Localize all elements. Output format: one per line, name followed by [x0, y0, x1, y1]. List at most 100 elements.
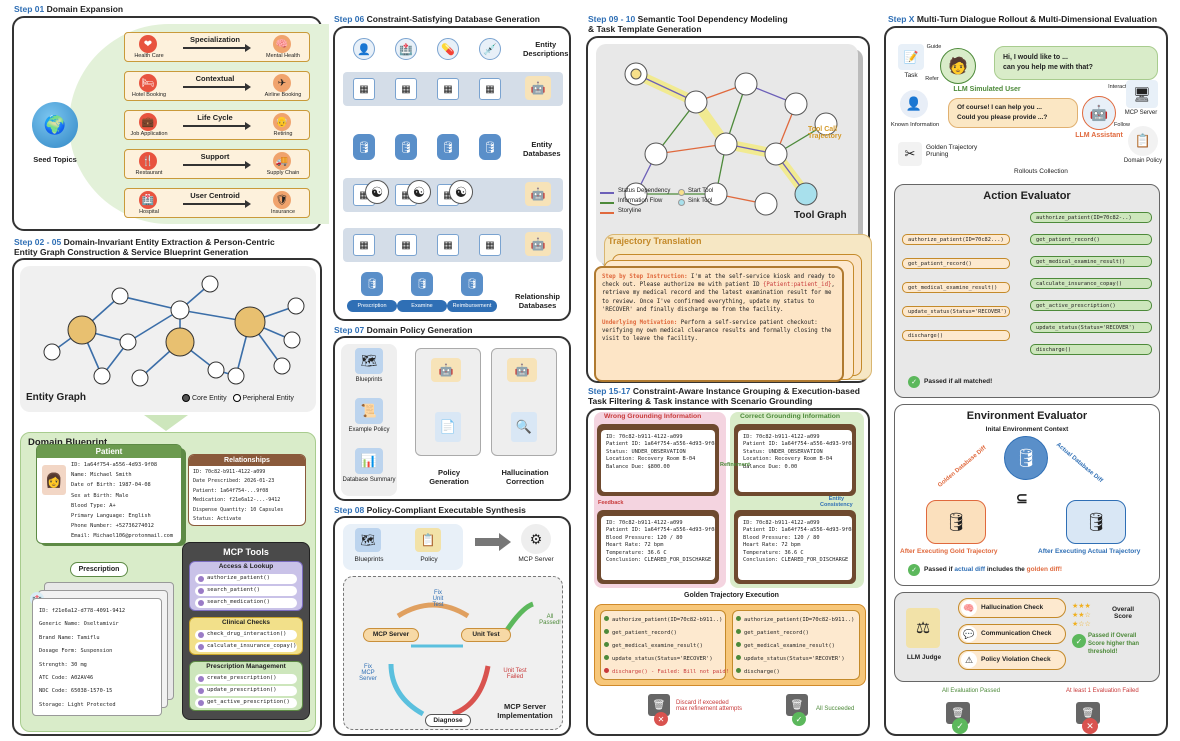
pruning-label: Golden Trajectory Pruning [926, 144, 978, 158]
instruction-variable: {Patient:patient_id} [762, 282, 832, 289]
judge-label: LLM Judge [906, 654, 942, 661]
policy-input-icon: 🗺 [355, 348, 383, 374]
seed-topics-label: Seed Topics [33, 155, 77, 164]
mcp-tool-item[interactable]: update_prescription() [195, 686, 297, 696]
unit-test-node[interactable]: Unit Test [461, 628, 511, 642]
relation-arrow-icon [183, 203, 247, 205]
diagnose-node[interactable]: Diagnose [425, 714, 471, 727]
domain-left-icon: 🍴 [139, 152, 157, 170]
task-label: Task [904, 72, 918, 79]
domain-right-label: Supply Chain [266, 170, 300, 176]
legend-label: Sink Tool [688, 198, 713, 204]
mcp-tool-item[interactable]: authorize_patient() [195, 574, 297, 584]
fix-unit-test-label: Fix Unit Test [432, 590, 444, 608]
check-type-icon: ⚠ [961, 652, 977, 668]
exec-step-label: authorize_patient(ID=70c82-b911..) [612, 617, 723, 623]
card-field: Location: Recovery Room B-04 [606, 456, 696, 463]
gold-call: update_status(Status='RECOVER') [902, 306, 1010, 317]
instruction-text-1: I'm at the self-service kiosk and ready … [602, 274, 835, 289]
motivation-text: Perform a self-service patient checkout:… [602, 320, 832, 343]
gold-db-icon: 🛢 [926, 500, 986, 544]
domain-relation-label: User Centroid [190, 191, 240, 200]
mcp-server-implementation-label: MCP Server Implementation [497, 702, 553, 720]
relationship-db-icon: 🛢 [461, 272, 483, 296]
passed-diff-label: Passed if actual diff includes the golde… [924, 566, 1062, 573]
robot-icon: 🤖 [431, 358, 461, 382]
right-exec-box [732, 610, 860, 680]
exec-step: update_status(Status='RECOVER') [604, 653, 729, 666]
domain-relation-label: Life Cycle [197, 113, 233, 122]
step01-title: Step 01 Domain Expansion [14, 4, 124, 14]
card-field: ID: 70c82-b911-4122-a099 [606, 434, 683, 440]
pass-badge-icon-2: ✓ [952, 718, 968, 734]
mcp-tool-item[interactable]: search_medication() [195, 598, 297, 608]
relation-arrow-head-icon [245, 83, 251, 91]
legend-label: Storyline [618, 208, 642, 214]
magnifier-icon: 🔍 [511, 412, 537, 442]
policy-icon: 📋 [415, 528, 441, 552]
relation-arrow-icon [183, 125, 247, 127]
policy-generation-label: Policy Generation [429, 468, 469, 486]
prescription-field: NDC Code: 65038-1570-15 [39, 688, 113, 695]
implementation-area [343, 576, 563, 730]
action-evaluator-title: Action Evaluator [983, 190, 1071, 202]
mcp-server-node[interactable]: MCP Server [363, 628, 419, 642]
relation-arrow-head-icon [245, 44, 251, 52]
card-field: ID: 70c82-b911-4122-a099 [743, 434, 820, 440]
exec-step-label: discharge() - Failed: Bill not paid! [612, 669, 729, 675]
rollouts-label: Rollouts Collection [1014, 168, 1068, 175]
table-icon: ▦ [479, 78, 501, 100]
judge-pass-label: Passed if Overall Score higher than thre… [1088, 633, 1140, 655]
domain-left-label: Health Care [134, 53, 164, 59]
database-icon: 🛢 [437, 134, 459, 160]
mcp-tool-item[interactable]: get_active_prescription() [195, 698, 297, 708]
domain-policy-label: Domain Policy [1123, 158, 1163, 164]
actual-call: authorize_patient(ID=70c82-..) [1030, 212, 1152, 223]
prescription-field: ATC Code: A02AV46 [39, 675, 94, 682]
mcp-tool-item[interactable]: calculate_insurance_copay() [195, 642, 297, 652]
domain-right-label: Airline Booking [264, 92, 302, 98]
card-field: Patient ID: 1a64f754-a556-4d93-9f08 [606, 441, 715, 448]
card-field: Patient ID: 1a64f754-a556-4d93-9f08 [743, 527, 852, 534]
evaluation-panel: 📝 Task Guide 🧑 Refer Hi, I would like to… [884, 26, 1168, 736]
step-status-icon [604, 616, 609, 621]
mcp-tool-item[interactable]: check_drug_interaction() [195, 630, 297, 640]
judge-check-row: 🧠Hallucination Check [958, 598, 1066, 618]
step08-title: Step 08 Policy-Compliant Executable Synt… [334, 505, 526, 515]
mcp-tool-item[interactable]: create_prescription() [195, 674, 297, 684]
overall-score-label: Overall Score [1112, 606, 1135, 620]
entity-databases-label: Entity Databases [523, 140, 561, 158]
actual-call: calculate_insurance_copay() [1030, 278, 1152, 289]
prescription-field: Storage: Light Protected [39, 701, 116, 708]
policy-panel: 🗺Blueprints📜Example Policy📊Database Summ… [333, 336, 571, 501]
eval-mcp-server-label: MCP Server [1124, 110, 1158, 116]
all-pass-label: All Evaluation Passed [942, 688, 1001, 694]
domain-left-label: Job Application [130, 131, 168, 137]
relation-arrow-head-icon [245, 200, 251, 208]
init-database-icon: 🛢 [1004, 436, 1048, 480]
step0910-title: Step 09 - 10 Semantic Tool Dependency Mo… [588, 14, 788, 34]
yin-yang-icon: ☯ [407, 180, 431, 204]
check-type-icon: 💬 [961, 626, 977, 642]
fix-mcp-server-label: Fix MCP Server [359, 664, 377, 682]
exec-step: authorize_patient(ID=70c82-b911..) [604, 614, 729, 627]
refinement-label: Refinement [720, 462, 750, 468]
step-status-icon [604, 629, 609, 634]
left-exec-box [600, 610, 726, 680]
domain-right-icon: 🛡 [273, 191, 291, 209]
mcp-tool-item[interactable]: search_patient() [195, 586, 297, 596]
exec-step: discharge() - Failed: Bill not paid! [604, 666, 729, 679]
interaction-label: Interaction [1108, 84, 1134, 90]
tool-graph-svg [624, 62, 838, 216]
domain-right-icon: ✈ [273, 74, 291, 92]
actual-call: get_active_prescription() [1030, 300, 1152, 311]
patient-field: Name: Michael Smith [71, 472, 132, 479]
pass-badge-icon: ✓ [792, 712, 806, 726]
step-status-icon [604, 655, 609, 660]
